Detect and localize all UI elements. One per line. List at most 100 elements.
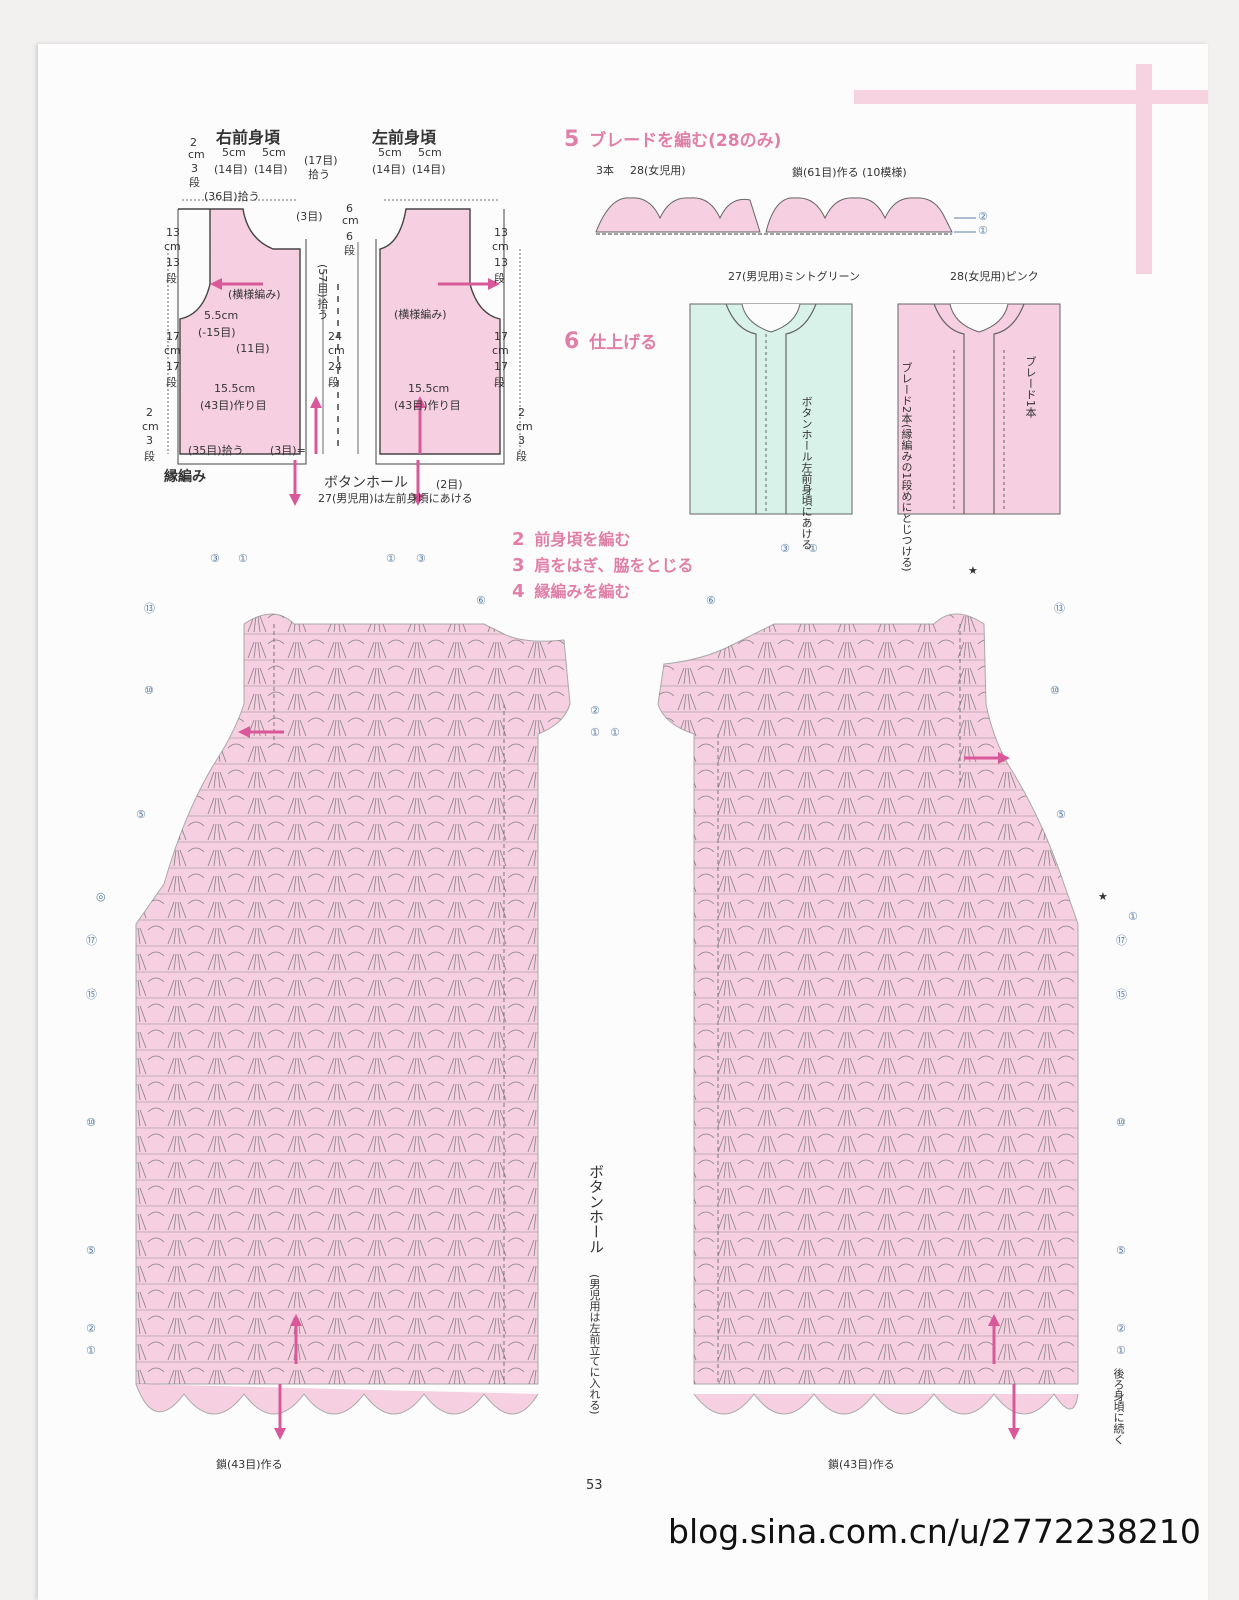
right-row-10a: ⑩ <box>1050 684 1060 697</box>
dim-bcm-r: cm <box>516 420 533 433</box>
right-star-side: ★ <box>1098 890 1108 903</box>
dim-b2-r: 2 <box>518 406 525 419</box>
corner-stripe-v <box>1136 64 1152 274</box>
left-row-5b: ⑤ <box>86 1244 96 1257</box>
dim-w43-l: (43目)作り目 <box>394 399 461 412</box>
dim-w5cm-b: 5cm <box>262 146 286 159</box>
dim-w5cm-c: 5cm <box>378 146 402 159</box>
left-row-double-circle: ◎ <box>96 890 106 903</box>
left-front-body <box>379 208 501 455</box>
dim-h17-cm: cm <box>164 344 181 357</box>
braid1-note: ブレード1本 <box>1024 356 1037 418</box>
schematic-diagram <box>167 199 521 506</box>
step-4-text: 縁編みを編む <box>534 582 631 601</box>
dim-top-2: 2 <box>190 136 197 149</box>
left-front-title: 左前身頃 <box>372 128 437 147</box>
dim-b3-r: 3 <box>518 434 525 447</box>
right-front-chart <box>657 613 1079 1440</box>
right-row-5b: ⑤ <box>1116 1244 1126 1257</box>
left-row-5a: ⑤ <box>136 808 146 821</box>
dim-h6-cm: cm <box>342 214 359 227</box>
edge-label: 縁編み <box>164 469 206 485</box>
watermark: blog.sina.com.cn/u/2772238210 <box>668 1512 1201 1551</box>
right-chain-label: 鎖(43目)作る <box>828 1458 895 1471</box>
right-row-5a: ⑤ <box>1056 808 1066 821</box>
step-3-num: 3 <box>512 555 525 576</box>
dim-w155-l: 15.5cm <box>408 382 450 395</box>
dim-h24-dan: 段 <box>328 376 339 389</box>
braid-row1: ① <box>978 224 988 237</box>
dim-h6-dan-b: 段 <box>344 244 355 257</box>
section6-num: 6 <box>564 329 580 354</box>
dim-pick17b: 拾う <box>308 168 330 181</box>
dim-b2: 2 <box>146 406 153 419</box>
braid-size: 28(女児用) <box>630 164 686 177</box>
right-top-mark-1: ① <box>808 542 818 555</box>
right-front-pattern: (横様編み) <box>228 288 281 301</box>
dim-b3: 3 <box>146 434 153 447</box>
right-row-1: ① <box>1116 1344 1126 1357</box>
dim-pick17: (17目) <box>304 154 338 167</box>
dim-h13: 13 <box>166 226 180 239</box>
dim-bdan: 段 <box>144 450 155 463</box>
buttonhole-count: (2目) <box>436 478 463 491</box>
right-star-top: ★ <box>968 564 978 577</box>
dim-h13-dan-r: 段 <box>494 272 505 285</box>
dim-w55: 5.5cm <box>204 309 239 322</box>
dim-w14-c: (14目) <box>372 163 406 176</box>
left-row-1b: ① <box>590 726 600 739</box>
dim-h24-b: 24 <box>328 360 342 373</box>
left-row-10a: ⑩ <box>144 684 154 697</box>
dim-w5cm-d: 5cm <box>418 146 442 159</box>
dim-h13-b-r: 13 <box>494 256 508 269</box>
left-top-mark2-3: ③ <box>416 552 426 565</box>
right-row-1b: ① <box>610 726 620 739</box>
step-2-text: 前身頃を編む <box>534 530 631 549</box>
right-row-6: ⑥ <box>706 594 716 607</box>
dim-w43-r: (43目)作り目 <box>200 399 267 412</box>
left-chain-label: 鎖(43目)作る <box>216 1458 283 1471</box>
right-row-1-side: ① <box>1128 910 1138 923</box>
step-4-num: 4 <box>512 581 525 602</box>
step-3: 3 肩をはぎ、脇をとじる <box>512 552 694 576</box>
dim-h13-cm-r: cm <box>492 240 509 253</box>
dim-h17-dan-r: 段 <box>494 376 505 389</box>
left-row-2: ② <box>86 1322 96 1335</box>
boy-color-label: 27(男児用)ミントグリーン <box>728 270 861 283</box>
braid-chain: 鎖(61目)作る (10模様) <box>792 166 907 179</box>
right-top-mark-3: ③ <box>780 542 790 555</box>
dim-w14-a: (14目) <box>214 163 248 176</box>
dim-h17-cm-r: cm <box>492 344 509 357</box>
dim-h17-b: 17 <box>166 360 180 373</box>
dim-w14-b: (14目) <box>254 163 288 176</box>
boy-finish-diagram <box>689 303 853 515</box>
dim-h57: (57目)拾う <box>316 264 329 320</box>
braid-count: 3本 <box>596 164 614 177</box>
step-2-num: 2 <box>512 529 525 550</box>
left-row-2b: ② <box>590 704 600 717</box>
step-2: 2 前身頃を編む <box>512 526 630 550</box>
dim-h17: 17 <box>166 330 180 343</box>
braid-diagram <box>595 197 976 235</box>
chart-buttonhole-note: (男児用は左前立てに入れる) <box>588 1274 601 1415</box>
right-front-title: 右前身頃 <box>216 128 281 147</box>
dim-top-cm: cm <box>188 148 205 161</box>
continue-back-label: 後ろ身頃に続く <box>1112 1368 1125 1445</box>
right-row-13: ⑬ <box>1054 602 1065 615</box>
right-row-2: ② <box>1116 1322 1126 1335</box>
section5-heading: 5 ブレードを編む(28のみ) <box>564 126 781 152</box>
left-row-1: ① <box>86 1344 96 1357</box>
section5-num: 5 <box>564 127 580 152</box>
dim-h17-b-r: 17 <box>494 360 508 373</box>
boy-finish-note: ボタンホール左前身頃にあける <box>800 396 813 550</box>
braid2-note: ブレード2本(縁編みの1段めにとじつける) <box>900 362 913 572</box>
boy-buttonhole-note: 27(男児用)は左前身頃にあける <box>318 492 473 505</box>
dim-st3b: (3目)= <box>270 444 306 457</box>
left-row-10b: ⑩ <box>86 1116 96 1129</box>
dim-st3: (3目) <box>296 210 323 223</box>
dim-pick35: (35目)拾う <box>188 444 244 457</box>
right-row-17: ⑰ <box>1116 934 1127 947</box>
dim-h24-cm: cm <box>328 344 345 357</box>
dim-w55b: (-15目) <box>198 326 236 339</box>
section5-title: ブレードを編む(28のみ) <box>589 131 782 151</box>
